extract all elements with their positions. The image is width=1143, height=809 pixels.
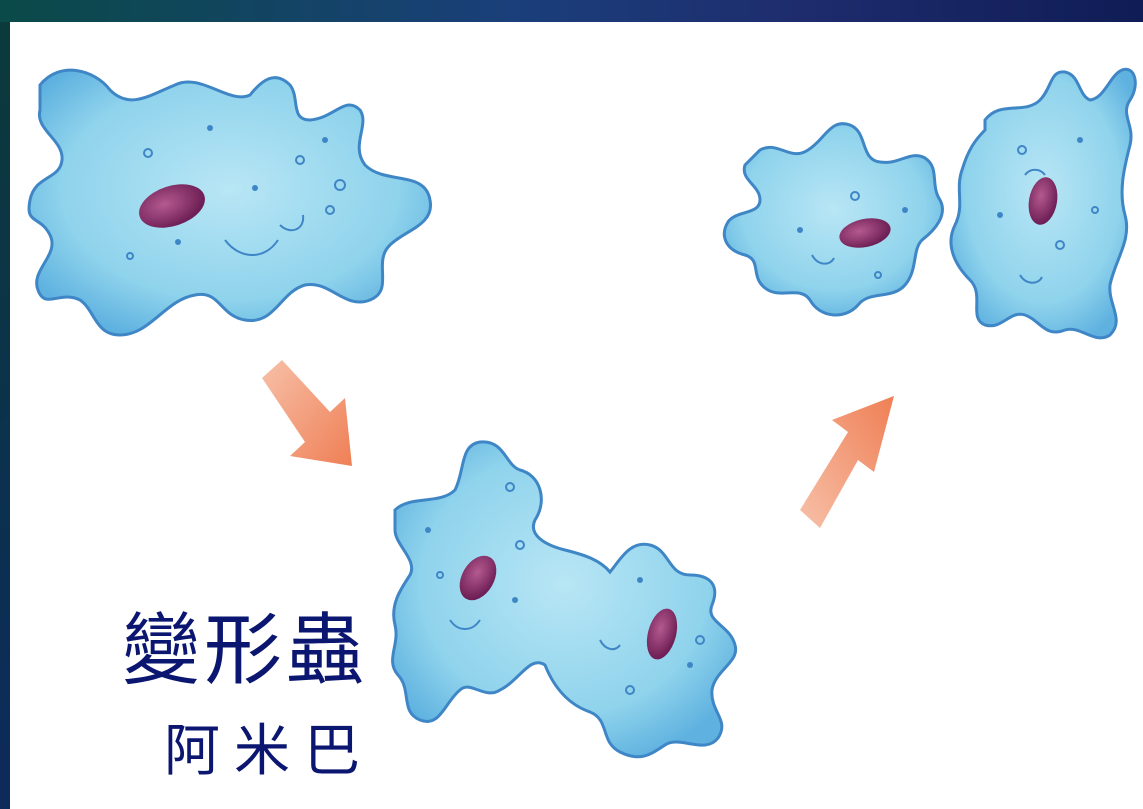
arrow-up-right bbox=[800, 396, 894, 528]
arrow-down-right bbox=[262, 360, 352, 466]
caption-title: 變形蟲 bbox=[122, 606, 369, 696]
caption-subtitle: 阿米巴 bbox=[164, 719, 374, 784]
amoeba-daughter-left bbox=[722, 122, 944, 317]
amoeba-daughter-right bbox=[949, 67, 1137, 340]
amoeba-parent bbox=[27, 68, 432, 337]
amoeba-dividing bbox=[391, 440, 738, 759]
slide-top-frame bbox=[0, 0, 1143, 22]
